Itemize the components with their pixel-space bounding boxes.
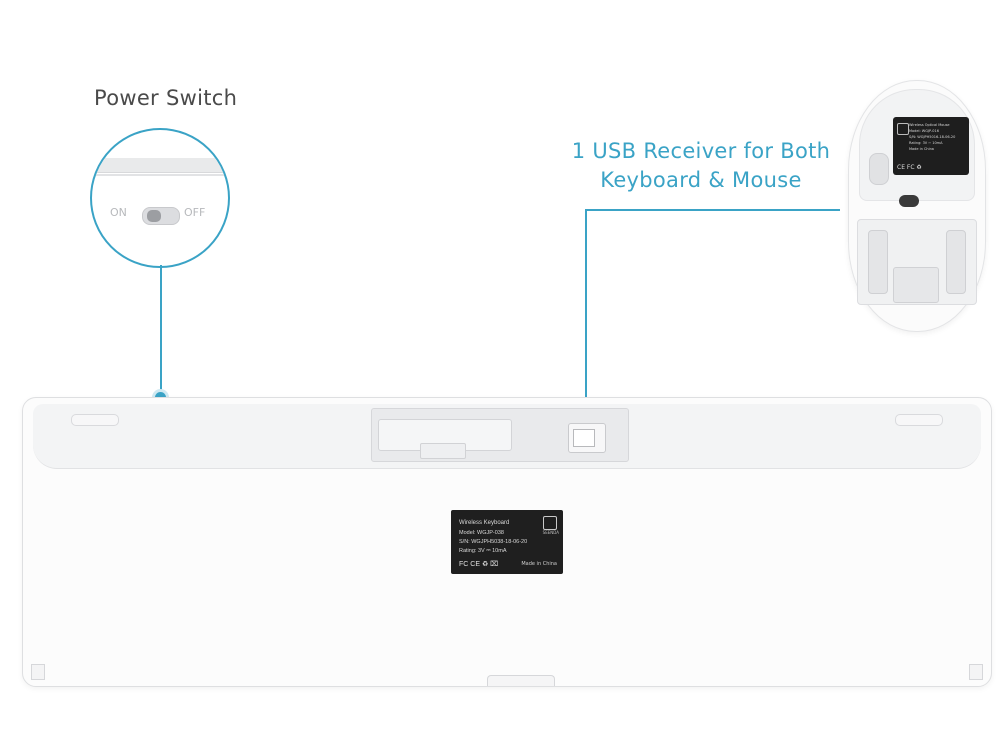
usb-label-line1: 1 USB Receiver for Both	[571, 139, 831, 163]
mouse-label-model: Model: WGJP-016	[909, 129, 939, 133]
keyboard-label-rating: Rating: 3V ⎓ 10mA	[459, 548, 507, 554]
zoom-rim	[92, 158, 228, 173]
keyboard-label-model: Model: WGJP-038	[459, 530, 504, 536]
usb-label-line2: Keyboard & Mouse	[600, 168, 802, 192]
keyboard-battery-tab	[420, 443, 466, 459]
keyboard-label: Wireless Keyboard Model: WGJP-038 S/N: W…	[451, 510, 563, 574]
usb-plug-icon	[573, 429, 595, 447]
mouse-label-title: Wireless Optical Mouse	[909, 123, 950, 127]
power-callout-line	[160, 265, 162, 395]
mouse-label-made: Made in China	[909, 147, 934, 151]
mouse-label-rating: Rating: 3V ⎓ 10mA	[909, 141, 943, 145]
power-switch-label: Power Switch	[94, 86, 238, 110]
switch-off-text: OFF	[184, 206, 206, 219]
power-switch-zoom: ON OFF	[90, 128, 230, 268]
usb-receiver[interactable]	[568, 423, 606, 453]
mouse-brand-logo-icon	[897, 123, 909, 135]
mouse-battery-bay	[857, 219, 977, 305]
mouse-sensor	[869, 153, 889, 185]
switch-on-text: ON	[110, 206, 127, 219]
keyboard-label-sn: S/N: WGJPH5038-18-06-20	[459, 539, 528, 545]
keyboard-foot-left	[71, 414, 119, 426]
mouse-battery-right	[946, 230, 966, 294]
wireless-mouse: Wireless Optical Mouse Model: WGJP-016 S…	[848, 80, 986, 332]
keyboard-brand-text: SEENDA	[542, 530, 559, 535]
wireless-keyboard: Wireless Keyboard Model: WGJP-038 S/N: W…	[22, 397, 992, 687]
keyboard-brand-logo-icon	[543, 516, 557, 530]
power-switch-knob[interactable]	[147, 210, 161, 222]
keyboard-cert-icons: FC CE ♻ ⌧	[459, 561, 499, 568]
mouse-battery-left	[868, 230, 888, 294]
usb-callout-line-horizontal	[586, 209, 840, 211]
usb-receiver-label: 1 USB Receiver for Both Keyboard & Mouse	[556, 137, 846, 195]
power-switch[interactable]	[142, 207, 180, 225]
keyboard-compartment	[371, 408, 629, 462]
mouse-power-toggle[interactable]	[899, 195, 919, 207]
mouse-label-text: Wireless Optical Mouse Model: WGJP-016 S…	[909, 122, 965, 152]
zoom-rim-line	[92, 174, 228, 176]
keyboard-bottom-tab	[487, 675, 555, 686]
keyboard-top-ledge	[33, 404, 981, 469]
keyboard-bottom-foot-left	[31, 664, 45, 680]
keyboard-bottom-foot-right	[969, 664, 983, 680]
keyboard-foot-right	[895, 414, 943, 426]
mouse-label: Wireless Optical Mouse Model: WGJP-016 S…	[893, 117, 969, 175]
keyboard-label-made: Made in China	[521, 561, 557, 567]
mouse-cert-icons: CE FC ♻	[897, 164, 922, 171]
mouse-label-sn: S/N: WGJPH5016-18-06-20	[909, 135, 956, 139]
usb-callout-line-vertical	[585, 209, 587, 423]
keyboard-label-title: Wireless Keyboard	[459, 520, 510, 526]
mouse-usb-storage-slot	[893, 267, 939, 303]
